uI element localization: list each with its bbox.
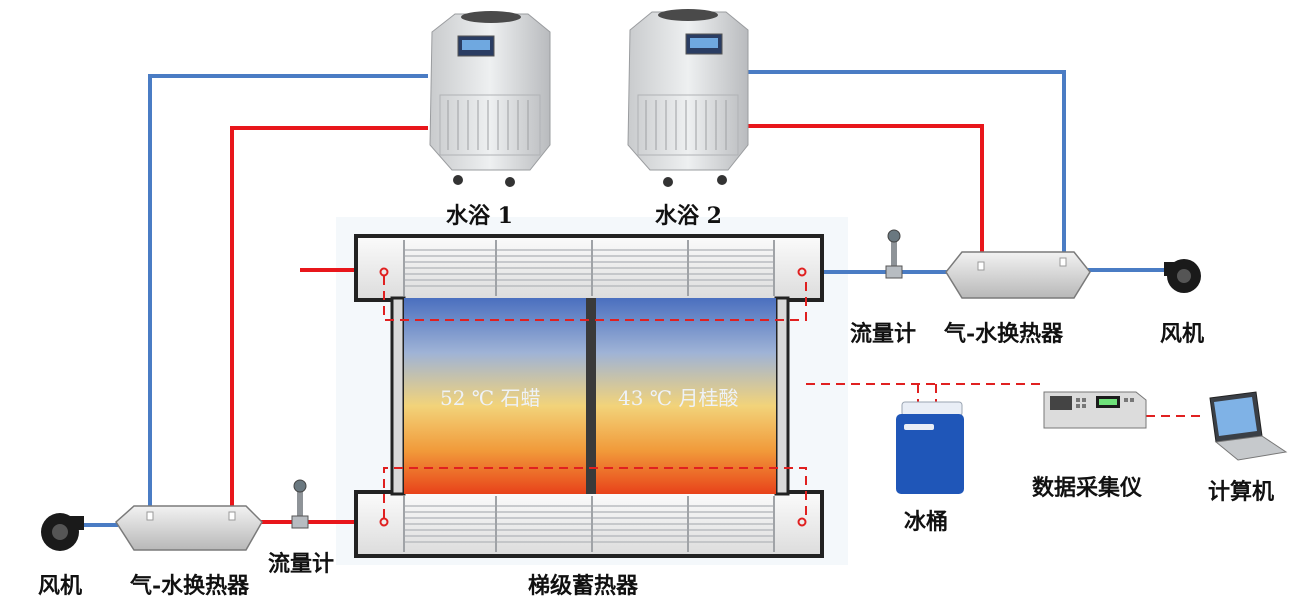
cascade-heat-storage [354, 234, 824, 558]
water-bath-1-label: 水浴 1 [446, 203, 513, 229]
fan-left-label: 风机 [38, 573, 83, 599]
hot-pipe-right-bath [747, 124, 984, 262]
pcm-right-label: 43 ℃ 月桂酸 [618, 386, 739, 410]
pcm-chamber-left [404, 298, 586, 494]
pcm-chamber-right [596, 298, 776, 494]
ice-bucket-icon [896, 401, 964, 494]
fan-left-icon [41, 513, 84, 551]
cold-pipe-right-bath [747, 70, 1066, 258]
fan-right-icon [1164, 259, 1201, 293]
heat-exchanger-left-label: 气-水换热器 [130, 573, 250, 599]
heat-exchanger-right-label: 气-水换热器 [944, 321, 1064, 347]
flowmeter-right-icon [885, 229, 903, 279]
computer-label: 计算机 [1208, 479, 1275, 505]
cold-pipe-left-bath [148, 74, 428, 512]
water-bath-2-label: 水浴 2 [655, 203, 722, 229]
pcm-left-label: 52 ℃ 石蜡 [440, 386, 541, 410]
heat-exchanger-right-icon [945, 251, 1091, 299]
chamber-divider [586, 298, 596, 494]
thermocouple-wires [383, 276, 1206, 518]
fan-right-label: 风机 [1160, 321, 1205, 347]
data-logger-label: 数据采集仪 [1032, 475, 1143, 501]
laptop-icon [1209, 391, 1288, 461]
heat-storage-label: 梯级蓄热器 [528, 573, 639, 599]
water-bath-2-icon [627, 9, 749, 187]
heat-exchanger-left-icon [115, 505, 263, 551]
hot-pipe-left-bath [230, 126, 428, 512]
ice-bucket-label: 冰桶 [904, 509, 949, 535]
water-bath-1-icon [429, 11, 551, 187]
pipes [82, 70, 1168, 527]
data-logger-icon [1043, 391, 1147, 429]
flowmeter-left-icon [291, 479, 309, 529]
flowmeter-left-label: 流量计 [268, 551, 335, 577]
flowmeter-right-label: 流量计 [850, 321, 917, 347]
